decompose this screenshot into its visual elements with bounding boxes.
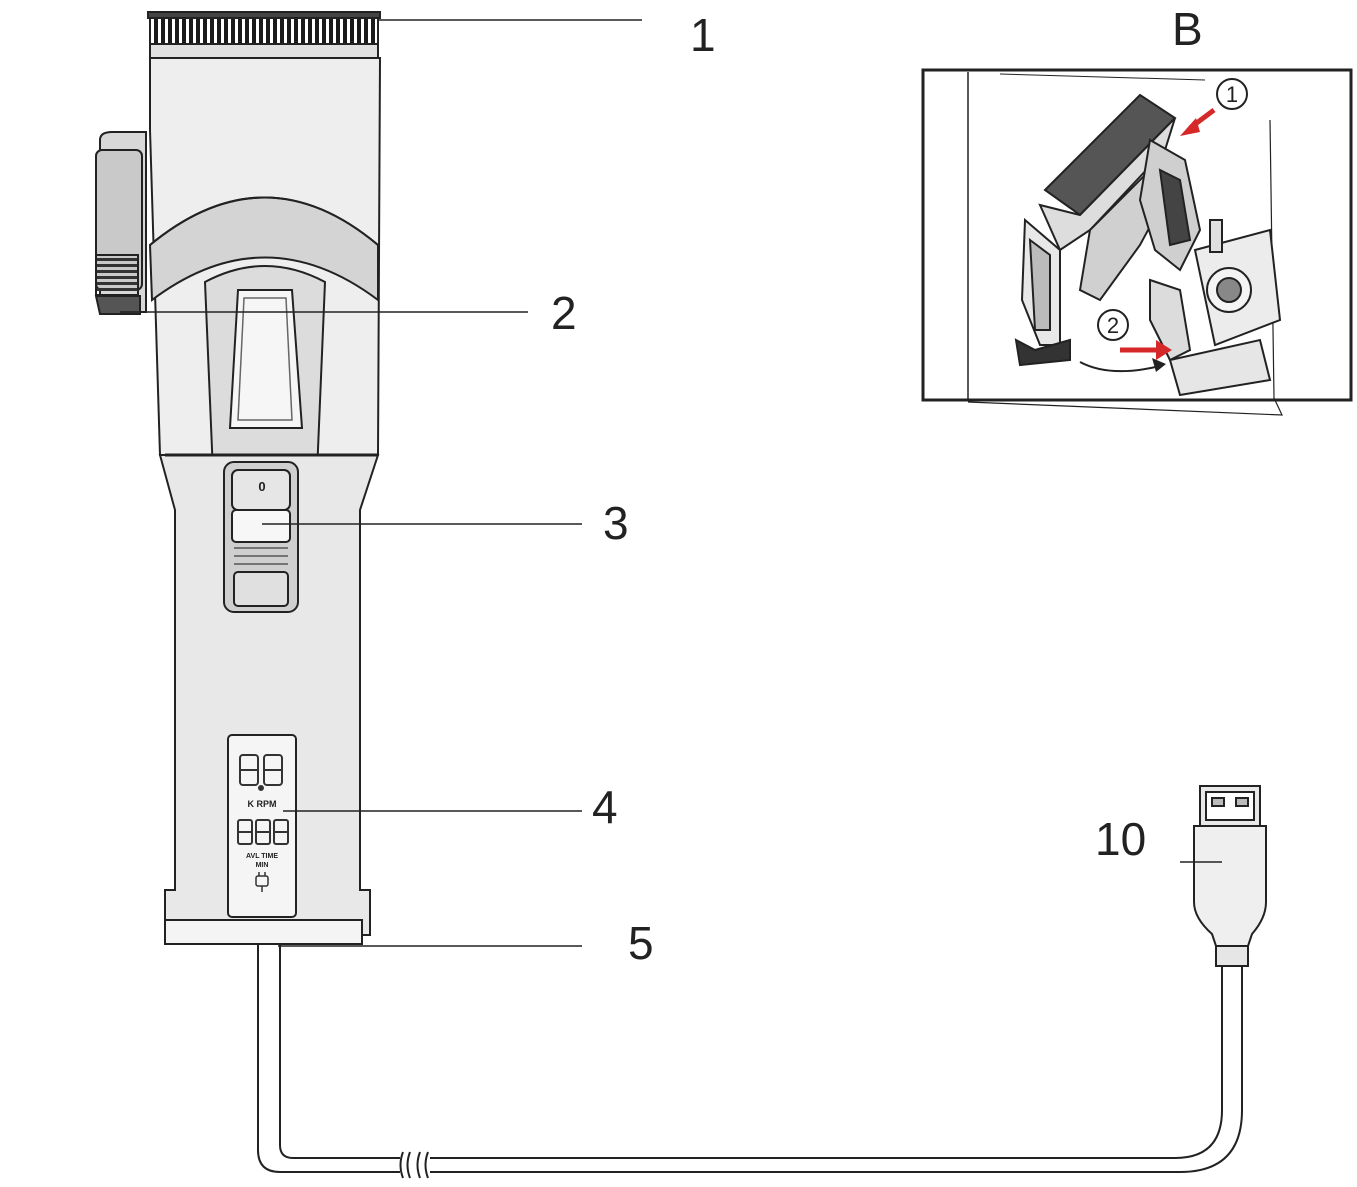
switch-mark: 0 [258,479,265,494]
lower-handle [158,454,380,936]
step2-number: 2 [1107,313,1119,338]
step2-circle [1097,309,1129,341]
blade-top [147,11,381,19]
power-switch[interactable] [223,461,299,613]
step1-circle [1216,78,1248,110]
lower-display-label-2: MIN [256,862,269,869]
callout-10: 10 [1095,813,1147,865]
inset-label: B [1172,3,1203,55]
step1-arrow [1180,108,1216,136]
rpm-digits [239,754,283,791]
switch-window [228,289,304,429]
clipper [94,11,382,945]
callout-1: 1 [690,9,716,61]
plug-icon [255,872,269,892]
inset-b: 1 2 [921,68,1353,416]
usb-plug [1193,785,1267,967]
step1-number: 1 [1226,82,1238,107]
rpm-unit-label: K RPM [248,799,277,809]
power-cable [257,944,1243,1179]
callout-5: 5 [628,917,654,969]
inset-blade [1014,93,1282,397]
lower-display-label-1: AVL TIME [246,853,278,860]
step2-arrow [1079,340,1172,373]
callout-2: 2 [551,287,577,339]
leader-lines [120,19,1222,947]
callout-4: 4 [592,781,618,833]
time-digits [237,819,289,845]
lcd-display [227,734,297,918]
blade-base [149,43,379,59]
callout-3: 3 [603,497,629,549]
taper-lever [94,131,147,315]
